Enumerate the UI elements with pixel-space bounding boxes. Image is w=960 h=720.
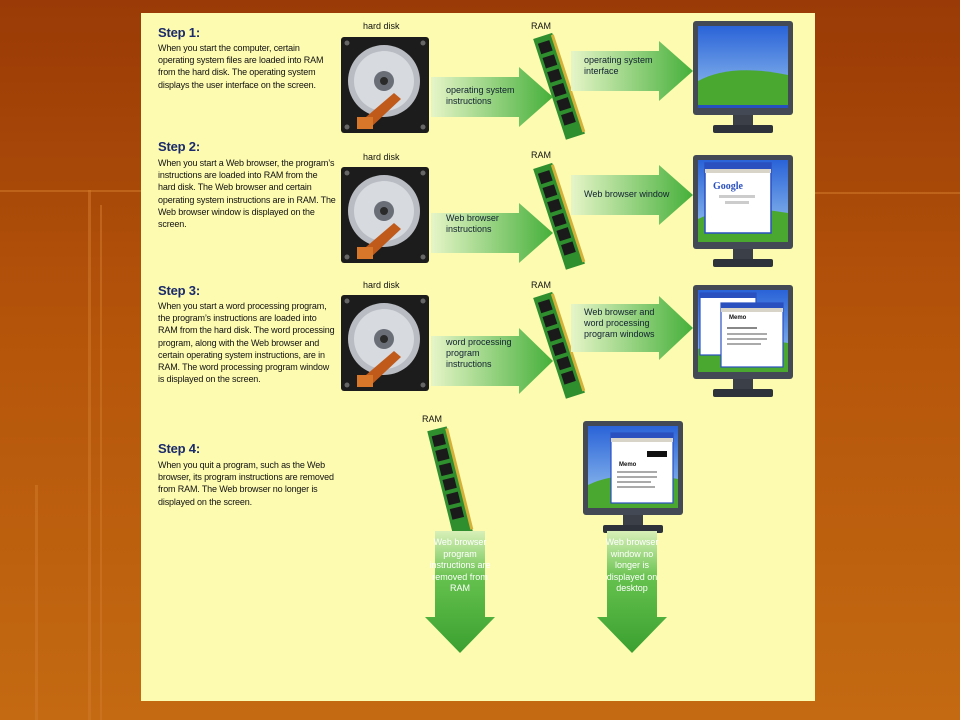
memo-title-2: Memo — [619, 462, 637, 468]
step2-title: Step 2: — [158, 139, 200, 154]
step3-ram-label: RAM — [531, 280, 551, 290]
google-logo: Google — [713, 181, 743, 192]
step1-disk-label: hard disk — [363, 21, 400, 31]
background-line — [100, 205, 102, 720]
background-line — [88, 190, 91, 720]
step4-title: Step 4: — [158, 441, 200, 456]
step1-title: Step 1: — [158, 25, 200, 40]
step3-arrow2-text: Web browser and word processing program … — [584, 307, 655, 339]
monitor-browser-icon — [693, 155, 793, 267]
ram-module-icon — [533, 291, 586, 399]
step3-description: When you start a word processing program… — [158, 301, 335, 385]
arrow-right-icon — [571, 41, 693, 101]
step1-description: When you start the computer, certain ope… — [158, 43, 324, 90]
background-line — [0, 190, 141, 192]
arrow-right-icon — [571, 165, 693, 225]
background-line — [35, 485, 38, 720]
arrow-down-icon — [425, 531, 495, 653]
arrow-right-icon — [431, 67, 553, 127]
ram-module-icon — [533, 32, 586, 140]
step1-ram-label: RAM — [531, 21, 551, 31]
step4-down2-text: Web browser window no longer is displaye… — [605, 537, 659, 593]
step1-arrow1-text: operating system instructions — [446, 85, 515, 106]
arrow-right-icon — [571, 296, 693, 360]
hard-disk-icon — [341, 295, 429, 391]
arrow-down-icon — [597, 531, 667, 653]
step2-arrow1-text: Web browser instructions — [446, 213, 499, 234]
step3-disk-label: hard disk — [363, 280, 400, 290]
hard-disk-icon — [341, 167, 429, 263]
arrow-right-icon — [431, 328, 553, 394]
step2-arrow2-text: Web browser window — [584, 189, 670, 199]
arrow-right-icon — [431, 203, 553, 263]
ram-module-icon — [533, 162, 586, 270]
ram-module-icon — [427, 426, 474, 537]
hard-disk-icon — [341, 37, 429, 133]
monitor-browser-word-icon — [693, 285, 793, 397]
step2-ram-label: RAM — [531, 150, 551, 160]
step2-disk-label: hard disk — [363, 152, 400, 162]
step3-title: Step 3: — [158, 283, 200, 298]
memo-title: Memo — [729, 315, 747, 321]
step4-description: When you quit a program, such as the Web… — [158, 460, 334, 507]
monitor-desktop-icon — [693, 21, 793, 133]
step1-arrow2-text: operating system interface — [584, 55, 653, 76]
diagram-panel: Step 1: When you start the computer, cer… — [141, 13, 815, 701]
step4-down1-text: Web browser program instructions are rem… — [429, 537, 491, 593]
background-line — [815, 192, 960, 194]
step2-description: When you start a Web browser, the progra… — [158, 158, 336, 230]
step4-ram-label: RAM — [422, 414, 442, 424]
step3-arrow1-text: word processing program instructions — [446, 337, 512, 369]
monitor-word-icon — [583, 421, 683, 533]
